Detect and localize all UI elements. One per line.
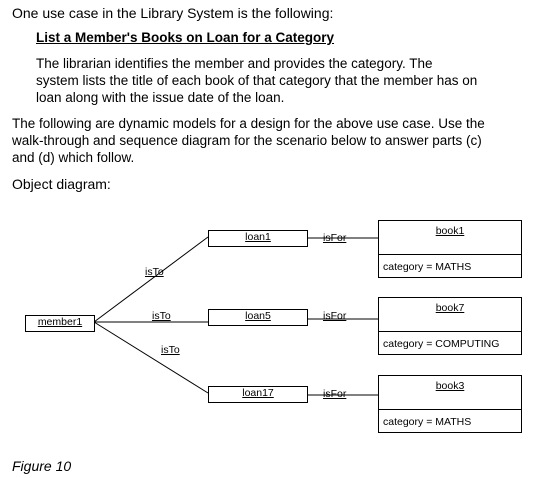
book-name: book3 xyxy=(435,380,465,392)
book-object: book3 category = MATHS xyxy=(378,375,522,433)
book-object: book1 category = MATHS xyxy=(378,220,522,278)
paragraph-line: and (d) which follow. xyxy=(12,150,135,165)
link-member-loan1 xyxy=(93,236,209,323)
object-diagram-label: Object diagram: xyxy=(12,176,111,192)
loan-object: loan17 xyxy=(208,386,308,403)
use-case-line: The librarian identifies the member and … xyxy=(36,56,433,71)
loan-name: loan5 xyxy=(245,310,271,322)
link-member-loan17 xyxy=(93,321,209,394)
loan-name: loan1 xyxy=(245,231,271,243)
isfor-label: isFor xyxy=(323,232,347,244)
book-name: book7 xyxy=(435,302,465,314)
book-object: book7 category = COMPUTING xyxy=(378,297,522,355)
book-name-compartment: book1 xyxy=(379,221,521,255)
member-object: member1 xyxy=(25,315,95,332)
book-attribute: category = MATHS xyxy=(383,261,472,273)
book-name-compartment: book7 xyxy=(379,298,521,332)
use-case-line: loan along with the issue date of the lo… xyxy=(36,90,285,105)
paragraph-line: The following are dynamic models for a d… xyxy=(12,116,485,131)
figure-caption: Figure 10 xyxy=(12,458,72,474)
member-name: member1 xyxy=(37,316,83,328)
isfor-label: isFor xyxy=(323,310,347,322)
loan-object: loan1 xyxy=(208,230,308,247)
use-case-line: system lists the title of each book of t… xyxy=(36,73,478,88)
isto-label: isTo xyxy=(145,266,164,278)
book-attribute: category = MATHS xyxy=(383,416,472,428)
isto-label: isTo xyxy=(161,344,180,356)
loan-name: loan17 xyxy=(242,387,274,399)
book-attribute: category = COMPUTING xyxy=(383,338,500,350)
book-name-compartment: book3 xyxy=(379,376,521,410)
intro-text: One use case in the Library System is th… xyxy=(12,5,334,21)
instructions-paragraph: The following are dynamic models for a d… xyxy=(12,115,485,166)
use-case-title: List a Member's Books on Loan for a Cate… xyxy=(36,30,335,45)
loan-object: loan5 xyxy=(208,309,308,326)
paragraph-line: walk-through and sequence diagram for th… xyxy=(12,133,482,148)
use-case-description: The librarian identifies the member and … xyxy=(36,55,477,106)
book-name: book1 xyxy=(435,225,465,237)
isto-label: isTo xyxy=(152,310,171,322)
isfor-label: isFor xyxy=(323,388,347,400)
